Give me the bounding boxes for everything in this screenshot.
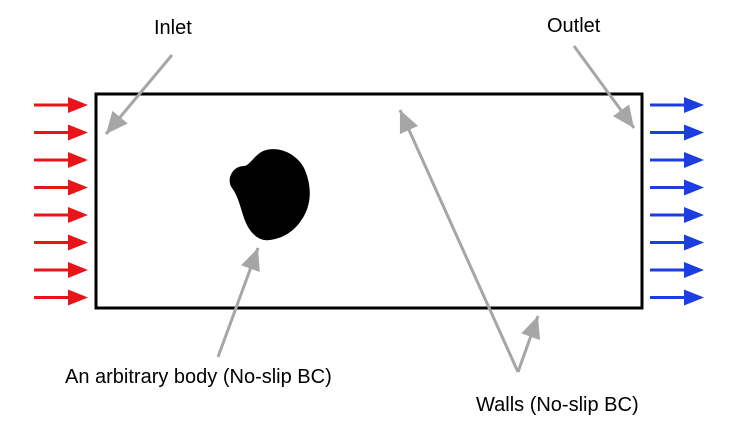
inflow-arrow (34, 124, 88, 141)
outlet-label: Outlet (547, 15, 601, 37)
inflow-arrow (34, 152, 88, 168)
inflow-arrow (34, 262, 88, 278)
outflow-arrow (650, 179, 704, 196)
inflow-arrow (34, 289, 88, 306)
inflow-arrow (34, 179, 88, 196)
top-wall-pointer-arrow (398, 109, 520, 373)
inflow-arrow (34, 234, 88, 251)
arbitrary-body (229, 149, 310, 241)
outflow-arrow (650, 289, 704, 306)
inlet-label: Inlet (154, 17, 192, 39)
walls-label: Walls (No-slip BC) (476, 394, 639, 416)
outflow-arrow (650, 262, 704, 278)
bottom-wall-pointer-arrow (516, 315, 541, 373)
outflow-arrow (650, 97, 704, 113)
inlet-pointer-arrow (104, 54, 174, 135)
outflow-arrow (650, 234, 704, 251)
outflow-arrow (650, 207, 704, 223)
outflow-arrow (650, 124, 704, 141)
outflow-arrow (650, 152, 704, 168)
domain-boundary (94, 92, 644, 310)
outflow-arrows (650, 97, 704, 306)
inflow-arrow (34, 97, 88, 113)
body-label: An arbitrary body (No-slip BC) (65, 366, 332, 388)
inflow-arrows (34, 97, 88, 306)
outlet-pointer-arrow (572, 45, 636, 129)
body-pointer-arrow (216, 247, 260, 358)
inflow-arrow (34, 207, 88, 223)
